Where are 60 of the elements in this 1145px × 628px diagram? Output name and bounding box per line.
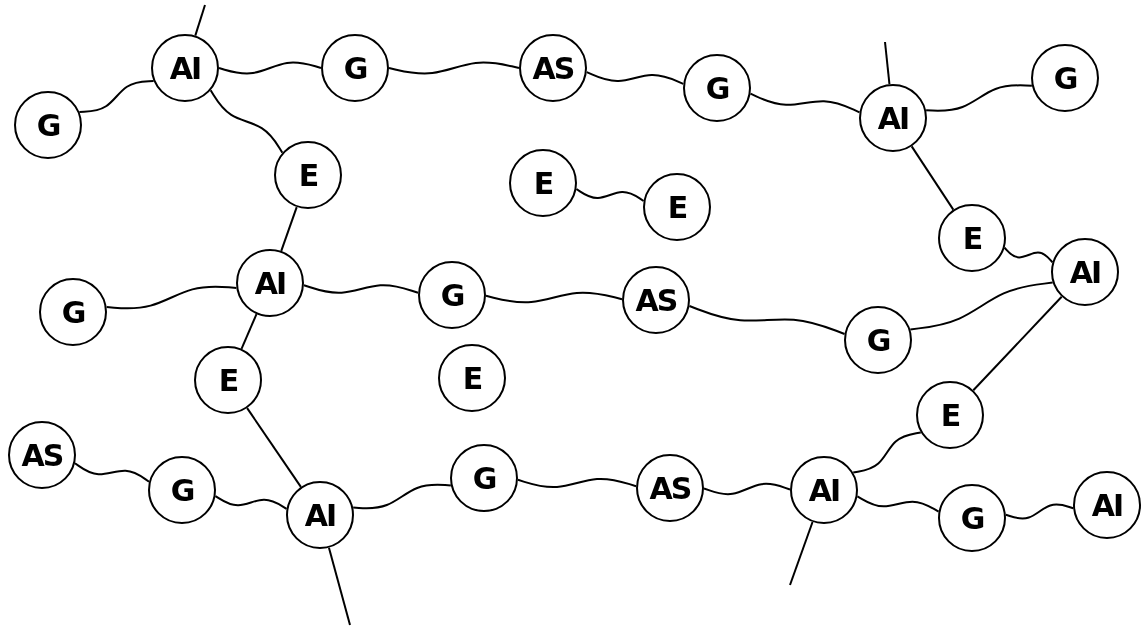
node-label: G — [343, 50, 367, 86]
node-label: E — [962, 220, 982, 256]
node-label: E — [940, 397, 960, 433]
free-line — [884, 41, 891, 86]
node-label: E — [218, 362, 238, 398]
connector-line — [240, 313, 258, 350]
node-label: AI — [877, 100, 909, 136]
node-label: G — [1053, 60, 1077, 96]
connector-line — [749, 92, 861, 114]
connector-line — [703, 482, 791, 496]
node-label: E — [667, 189, 687, 225]
node-label: AS — [532, 50, 574, 86]
node-label: AI — [169, 50, 201, 86]
node-label: E — [298, 157, 318, 193]
node-label: AS — [649, 470, 691, 506]
connector-line — [214, 495, 288, 510]
node-label: E — [462, 360, 482, 396]
node-label: G — [61, 294, 85, 330]
connector-line — [78, 80, 155, 113]
connector-line — [585, 71, 685, 85]
connector-line — [856, 495, 940, 513]
connector-line — [1003, 246, 1054, 264]
connector-line — [1004, 503, 1075, 520]
node-label: G — [960, 500, 984, 536]
connector-line — [105, 285, 238, 310]
connector-line — [74, 462, 150, 483]
node-label: AI — [254, 265, 286, 301]
connector-line — [910, 145, 955, 211]
node-label: AS — [635, 282, 677, 318]
node-label: G — [36, 107, 60, 143]
node-label: G — [705, 70, 729, 106]
free-line — [789, 521, 814, 586]
node-label: AI — [1069, 254, 1101, 290]
node-label: AI — [1091, 487, 1123, 523]
node-label: G — [472, 460, 496, 496]
labeled-circle — [916, 381, 984, 449]
connector-line — [302, 284, 420, 294]
node-label: G — [170, 472, 194, 508]
connector-line — [972, 295, 1063, 392]
connector-line — [246, 407, 302, 488]
node-label: G — [440, 277, 464, 313]
connector-line — [388, 61, 520, 75]
node-label: AI — [304, 497, 336, 533]
node-label: G — [866, 322, 890, 358]
connector-line — [352, 483, 452, 510]
connector-line — [209, 89, 284, 154]
connector-line — [218, 61, 322, 75]
connector-line — [575, 188, 645, 202]
connector-line — [688, 305, 846, 335]
connector-line — [925, 84, 1033, 112]
node-label: AS — [21, 437, 63, 473]
free-line — [327, 546, 351, 626]
connector-line — [280, 206, 298, 252]
node-label: E — [533, 165, 553, 201]
connector-line — [516, 477, 638, 489]
free-line — [194, 4, 206, 37]
connector-line — [909, 281, 1054, 331]
node-label: AI — [808, 472, 840, 508]
connector-line — [485, 291, 623, 304]
connector-line — [852, 431, 922, 474]
